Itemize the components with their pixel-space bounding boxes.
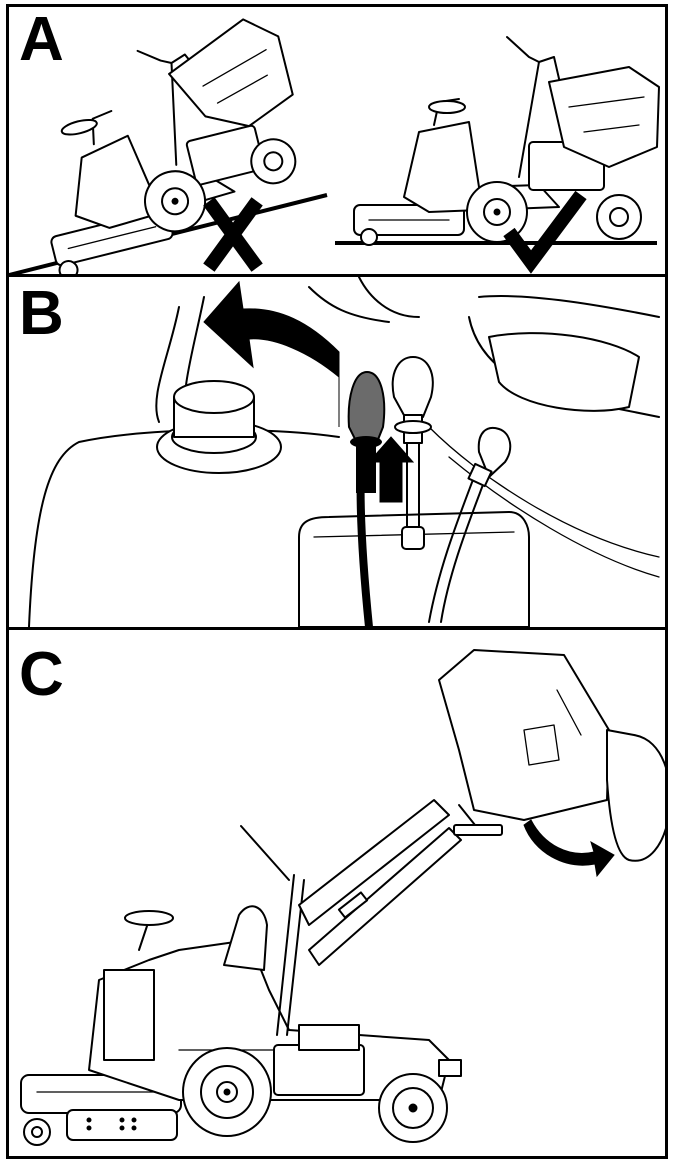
panel-b-illustration bbox=[9, 277, 665, 627]
tip-arrow-icon bbox=[524, 820, 614, 876]
mower-on-slope bbox=[10, 12, 323, 277]
panel-c: C bbox=[6, 630, 668, 1159]
panel-b: B bbox=[6, 277, 668, 630]
fuel-cap bbox=[157, 381, 281, 473]
mower-with-raised-hopper bbox=[21, 650, 665, 1145]
incorrect-x-icon bbox=[213, 207, 253, 262]
panel-a: A bbox=[6, 4, 668, 277]
mower-on-flat bbox=[354, 37, 659, 245]
panel-a-illustration bbox=[9, 7, 665, 277]
panel-c-illustration bbox=[9, 630, 665, 1156]
